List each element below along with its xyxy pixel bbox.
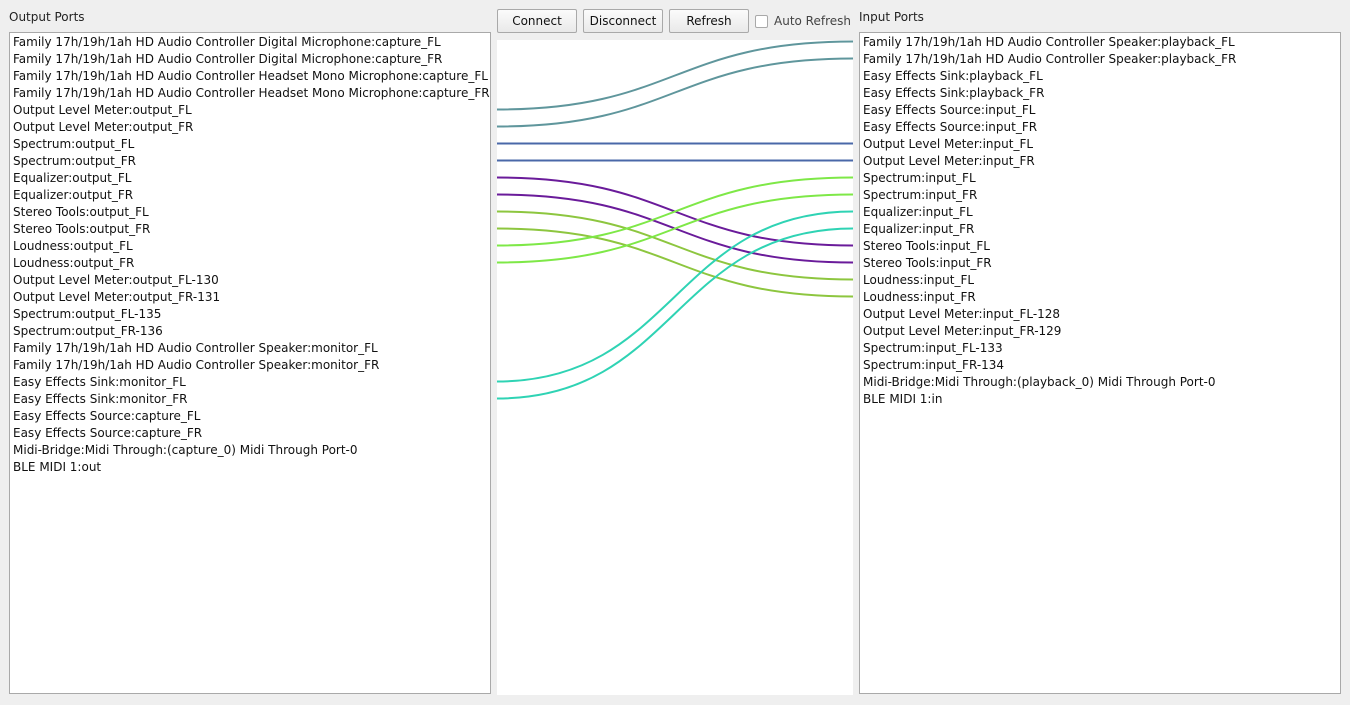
disconnect-button[interactable]: Disconnect	[583, 9, 663, 33]
input-port-item[interactable]: Spectrum:input_FL	[863, 171, 976, 185]
output-port-item[interactable]: Output Level Meter:output_FR	[13, 120, 194, 134]
output-port-item[interactable]: Easy Effects Source:capture_FL	[13, 409, 201, 423]
output-port-item[interactable]: Easy Effects Sink:monitor_FL	[13, 375, 186, 389]
output-port-item[interactable]: Family 17h/19h/1ah HD Audio Controller H…	[13, 86, 490, 100]
input-port-item[interactable]: Midi-Bridge:Midi Through:(playback_0) Mi…	[863, 375, 1216, 389]
output-port-item[interactable]: Equalizer:output_FL	[13, 171, 132, 185]
output-port-item[interactable]: Family 17h/19h/1ah HD Audio Controller D…	[13, 52, 443, 66]
output-port-item[interactable]: Family 17h/19h/1ah HD Audio Controller D…	[13, 35, 441, 49]
output-port-item[interactable]: Spectrum:output_FR-136	[13, 324, 163, 338]
input-port-item[interactable]: Equalizer:input_FL	[863, 205, 973, 219]
output-port-item[interactable]: Family 17h/19h/1ah HD Audio Controller H…	[13, 69, 488, 83]
output-port-item[interactable]: Output Level Meter:output_FL-130	[13, 273, 219, 287]
output-port-item[interactable]: Loudness:output_FR	[13, 256, 135, 270]
output-port-item[interactable]: Easy Effects Source:capture_FR	[13, 426, 203, 440]
input-port-item[interactable]: Equalizer:input_FR	[863, 222, 975, 236]
input-port-item[interactable]: Output Level Meter:input_FL-128	[863, 307, 1061, 321]
output-port-item[interactable]: Family 17h/19h/1ah HD Audio Controller S…	[13, 358, 380, 372]
input-port-item[interactable]: Output Level Meter:input_FL	[863, 137, 1034, 151]
input-port-item[interactable]: BLE MIDI 1:in	[863, 392, 943, 406]
input-ports-list[interactable]: Family 17h/19h/1ah HD Audio Controller S…	[859, 32, 1341, 694]
connection-line[interactable]	[497, 227, 853, 400]
output-port-item[interactable]: Output Level Meter:output_FL	[13, 103, 192, 117]
auto-refresh-checkbox[interactable]	[755, 14, 768, 28]
input-port-item[interactable]: Stereo Tools:input_FR	[863, 256, 992, 270]
connection-line[interactable]	[497, 40, 853, 111]
connection-line[interactable]	[497, 210, 853, 281]
output-port-item[interactable]: Spectrum:output_FL-135	[13, 307, 162, 321]
connect-button[interactable]: Connect	[497, 9, 577, 33]
output-port-item[interactable]: Spectrum:output_FR	[13, 154, 137, 168]
output-port-item[interactable]: Midi-Bridge:Midi Through:(capture_0) Mid…	[13, 443, 358, 457]
output-ports-title: Output Ports	[9, 10, 85, 24]
input-port-item[interactable]: Spectrum:input_FR	[863, 188, 978, 202]
output-ports-list[interactable]: Family 17h/19h/1ah HD Audio Controller D…	[9, 32, 491, 694]
input-port-item[interactable]: Easy Effects Source:input_FR	[863, 120, 1038, 134]
input-port-item[interactable]: Family 17h/19h/1ah HD Audio Controller S…	[863, 52, 1237, 66]
connection-line[interactable]	[497, 227, 853, 298]
output-port-item[interactable]: Loudness:output_FL	[13, 239, 133, 253]
connection-line[interactable]	[497, 176, 853, 247]
input-port-item[interactable]: Loudness:input_FR	[863, 290, 976, 304]
output-port-item[interactable]: Output Level Meter:output_FR-131	[13, 290, 221, 304]
input-port-item[interactable]: Easy Effects Sink:playback_FL	[863, 69, 1043, 83]
connection-line[interactable]	[497, 57, 853, 128]
input-ports-title: Input Ports	[859, 10, 924, 24]
connection-line[interactable]	[497, 210, 853, 383]
input-port-item[interactable]: Loudness:input_FL	[863, 273, 975, 287]
input-port-item[interactable]: Spectrum:input_FR-134	[863, 358, 1005, 372]
output-port-item[interactable]: Equalizer:output_FR	[13, 188, 134, 202]
input-port-item[interactable]: Spectrum:input_FL-133	[863, 341, 1003, 355]
output-port-item[interactable]: Stereo Tools:output_FR	[13, 222, 151, 236]
input-port-item[interactable]: Output Level Meter:input_FR	[863, 154, 1035, 168]
output-port-item[interactable]: Spectrum:output_FL	[13, 137, 135, 151]
output-port-item[interactable]: Easy Effects Sink:monitor_FR	[13, 392, 188, 406]
input-port-item[interactable]: Output Level Meter:input_FR-129	[863, 324, 1062, 338]
input-port-item[interactable]: Easy Effects Sink:playback_FR	[863, 86, 1045, 100]
auto-refresh-label: Auto Refresh	[774, 14, 851, 28]
output-port-item[interactable]: BLE MIDI 1:out	[13, 460, 102, 474]
refresh-button[interactable]: Refresh	[669, 9, 749, 33]
input-port-item[interactable]: Stereo Tools:input_FL	[863, 239, 990, 253]
auto-refresh-toggle[interactable]: Auto Refresh	[755, 13, 851, 29]
output-port-item[interactable]: Stereo Tools:output_FL	[13, 205, 149, 219]
input-port-item[interactable]: Easy Effects Source:input_FL	[863, 103, 1036, 117]
output-port-item[interactable]: Family 17h/19h/1ah HD Audio Controller S…	[13, 341, 378, 355]
connection-line[interactable]	[497, 193, 853, 264]
input-port-item[interactable]: Family 17h/19h/1ah HD Audio Controller S…	[863, 35, 1235, 49]
connections-canvas	[497, 40, 853, 695]
